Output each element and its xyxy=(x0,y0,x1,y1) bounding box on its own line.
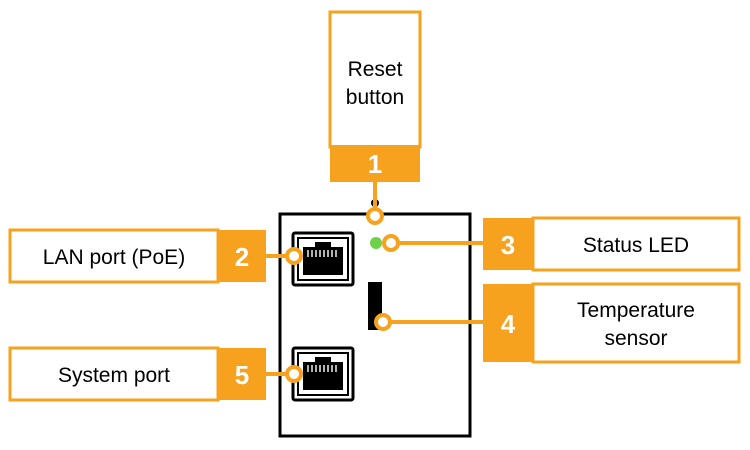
callout-number: 3 xyxy=(501,230,515,260)
leader-dot xyxy=(366,207,384,225)
callout-number-box xyxy=(483,218,533,270)
callout-label: System port xyxy=(58,364,170,387)
ethernet-port-icon xyxy=(291,346,355,402)
leader-dot xyxy=(285,365,303,383)
callout-number: 1 xyxy=(368,149,382,179)
callout-number: 5 xyxy=(235,360,249,390)
callout-1: Reset button 1 xyxy=(328,10,422,225)
callout-4: Temperature sensor 4 xyxy=(374,282,741,364)
callout-3: Status LED 3 xyxy=(382,216,741,272)
callout-number: 2 xyxy=(235,242,249,272)
callout-label-box xyxy=(8,346,220,402)
leader-dot xyxy=(285,247,303,265)
callout-number-box xyxy=(330,145,420,182)
callout-number-box xyxy=(483,284,533,362)
callout-label: button xyxy=(346,86,404,109)
callout-label: sensor xyxy=(604,327,667,350)
leader-dot xyxy=(382,234,400,252)
callout-2: LAN port (PoE) 2 xyxy=(8,228,303,284)
leader-dot xyxy=(374,313,392,331)
callout-label: Status LED xyxy=(583,234,689,257)
callout-label-box xyxy=(531,282,741,364)
callout-label-box xyxy=(531,216,741,272)
status-led xyxy=(370,237,382,249)
callout-number-box xyxy=(218,348,266,400)
callout-number: 4 xyxy=(501,309,516,339)
callout-5: System port 5 xyxy=(8,346,303,402)
callout-label: LAN port (PoE) xyxy=(43,246,185,269)
callout-number-box xyxy=(218,230,266,282)
callout-label: Reset xyxy=(348,58,403,81)
callout-label: Temperature xyxy=(577,299,695,322)
